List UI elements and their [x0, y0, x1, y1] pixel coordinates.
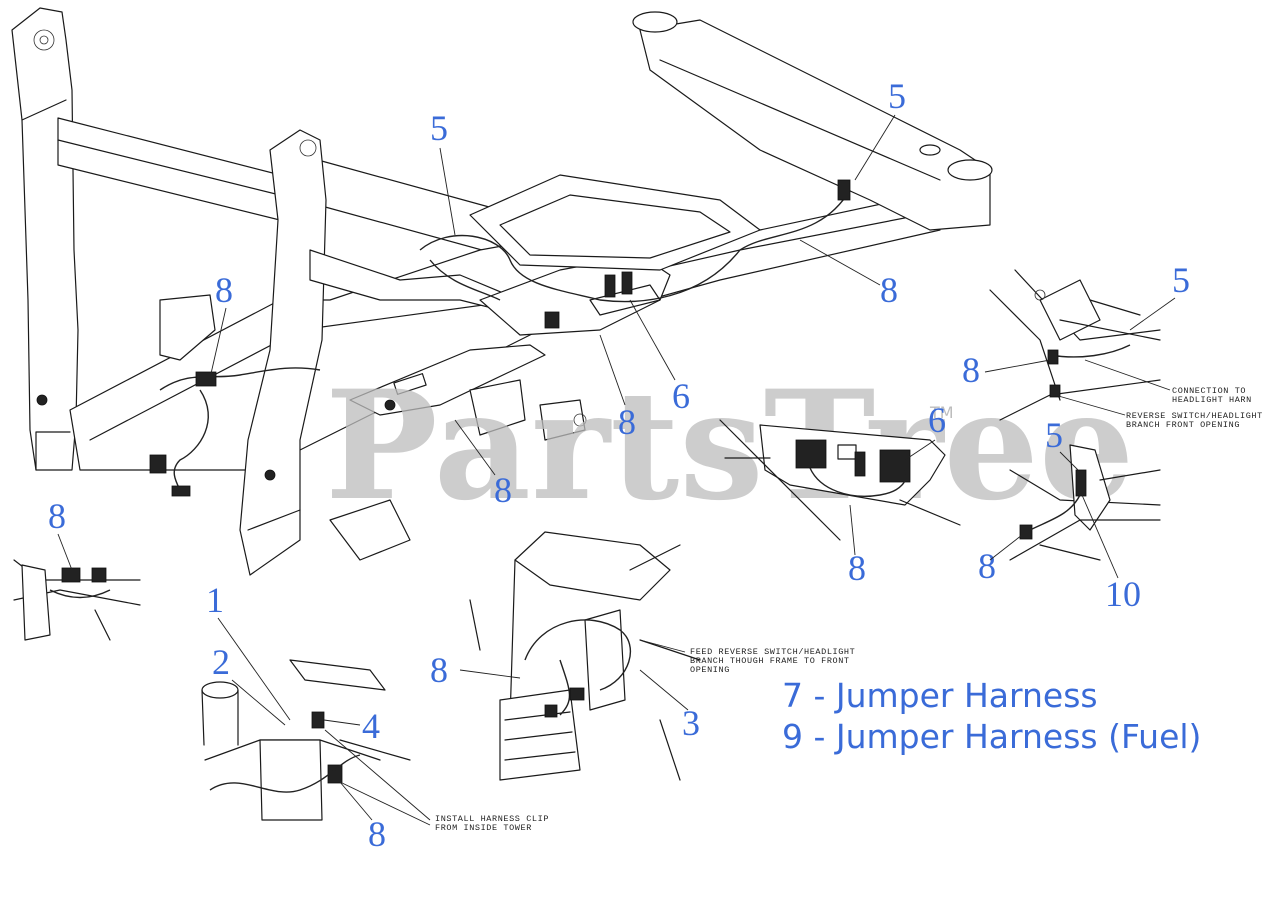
callout-2: 2	[212, 642, 230, 682]
callout-8-right: 8	[880, 270, 898, 310]
callout-8-center: 8	[618, 402, 636, 442]
note-connection-line1: CONNECTION TO	[1172, 386, 1246, 396]
callout-5-detail-lower: 5	[1045, 415, 1063, 455]
main-harness-left	[159, 367, 321, 391]
note-reverse-line1: REVERSE SWITCH/HEADLIGHT	[1126, 411, 1263, 421]
rear-frame-right	[639, 19, 991, 231]
callout-5-top-right: 5	[888, 76, 906, 116]
note-feed-line1: FEED REVERSE SWITCH/HEADLIGHT	[690, 647, 855, 657]
callout-8-detail-battery: 8	[430, 650, 448, 690]
callout-8-detail-tower: 8	[368, 814, 386, 854]
center-mount-plate	[349, 344, 546, 416]
note-reverse-line2: BRANCH FRONT OPENING	[1126, 420, 1240, 430]
watermark-tm: TM	[929, 403, 954, 422]
callout-8-left: 8	[215, 270, 233, 310]
callout-5-top-center: 5	[430, 108, 448, 148]
callout-1: 1	[206, 580, 224, 620]
detail-console-view	[719, 419, 961, 541]
callout-8-detail-console: 8	[848, 548, 866, 588]
note-clip-line1: INSTALL HARNESS CLIP	[435, 814, 549, 824]
left-mount-bracket	[159, 294, 216, 361]
main-frame-illustration	[11, 7, 993, 576]
legend-item-9: 9 - Jumper Harness (Fuel)	[782, 717, 1201, 756]
main-harness-center	[419, 189, 851, 303]
callout-3: 3	[682, 703, 700, 743]
callout-8-detail-left: 8	[48, 496, 66, 536]
callout-10: 10	[1105, 574, 1141, 614]
detail-battery-feed	[469, 531, 701, 781]
callout-8-lower-center: 8	[494, 470, 512, 510]
callout-6-detail: 6	[928, 400, 946, 440]
callout-4: 4	[362, 706, 380, 746]
note-feed-line3: OPENING	[690, 665, 730, 675]
partstree-watermark: PartsTree	[325, 358, 1134, 534]
callout-8-detail-upper: 8	[962, 350, 980, 390]
right-rops-tower	[239, 129, 327, 576]
callout-5-detail-upper: 5	[1172, 260, 1190, 300]
detail-headlight-connection	[989, 269, 1161, 421]
note-clip-line2: FROM INSIDE TOWER	[435, 823, 532, 833]
note-feed-line2: BRANCH THOUGH FRAME TO FRONT	[690, 656, 850, 666]
detail-tower-clip	[201, 659, 411, 821]
callout-6-main: 6	[672, 376, 690, 416]
detail-reverse-switch	[1009, 444, 1161, 561]
note-connection-line2: HEADLIGHT HARN	[1172, 395, 1252, 405]
callout-8-detail-lower: 8	[978, 546, 996, 586]
detail-left-harness	[13, 559, 141, 641]
legend-item-7: 7 - Jumper Harness	[782, 676, 1098, 715]
